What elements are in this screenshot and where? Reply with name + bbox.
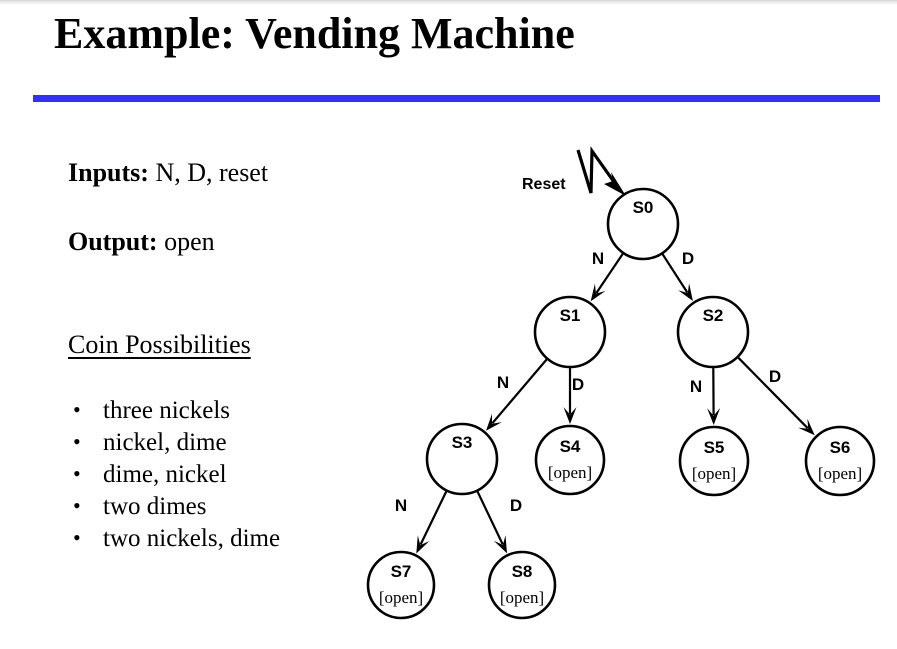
page-title: Example: Vending Machine [54, 9, 575, 58]
state-circle[interactable] [534, 424, 606, 496]
inputs-label: Inputs: [68, 158, 149, 187]
coin-possibilities-heading: Coin Possibilities [68, 330, 251, 359]
transition-s3-to-s8: D [476, 491, 522, 554]
state-circle[interactable] [678, 425, 750, 497]
state-node-s5[interactable]: S5 [open] [678, 425, 750, 497]
transition-label: N [497, 373, 509, 392]
reset-label: Reset [522, 176, 566, 193]
state-node-s1[interactable]: S1 [533, 295, 607, 369]
arrow-head [707, 408, 721, 425]
transition-label: N [690, 377, 702, 396]
arrow-head [563, 407, 577, 424]
transition-s2-to-s5: N [690, 367, 721, 425]
bullet-icon: • [73, 397, 81, 422]
bullet-icon: • [73, 525, 81, 550]
output-value: open [157, 227, 215, 256]
coin-possibilities-list: • three nickels • nickel, dime • dime, nickel… [70, 395, 280, 555]
state-circle[interactable] [533, 295, 607, 369]
state-output-label: [open] [548, 463, 592, 482]
arrow-head [493, 535, 507, 554]
reset-zigzag-line [576, 146, 621, 194]
state-node-s8[interactable]: S8 [open] [487, 550, 557, 620]
state-output-label: [open] [500, 588, 544, 607]
state-name-label: S7 [391, 562, 412, 581]
arrow-head [798, 418, 815, 436]
transition-line [476, 491, 504, 545]
transition-label: D [572, 375, 584, 394]
state-transitions-group: N D N D N D N D [395, 249, 815, 554]
state-node-s7[interactable]: S7 [open] [366, 550, 436, 620]
reset-arrow-head [604, 172, 626, 196]
arrow-head [590, 283, 606, 302]
transition-s0-to-s1: N [590, 249, 624, 302]
top-edge-shading [0, 0, 897, 5]
transition-line [737, 356, 809, 429]
list-item: • nickel, dime [70, 427, 280, 459]
list-item: • three nickels [70, 395, 280, 427]
transition-label: D [682, 249, 694, 268]
state-node-s3[interactable]: S3 [425, 422, 499, 496]
state-name-label: S4 [560, 437, 581, 456]
list-item: • dime, nickel [70, 459, 280, 491]
state-name-label: S5 [704, 438, 725, 457]
list-item-label: two nickels, dime [103, 525, 281, 552]
title-divider [33, 95, 880, 102]
state-node-s6[interactable]: S6 [open] [804, 425, 876, 497]
transition-s2-to-s6: D [737, 356, 815, 436]
bullet-icon: • [73, 461, 81, 486]
transition-line [491, 358, 548, 424]
output-label: Output: [68, 227, 158, 256]
state-node-s2[interactable]: S2 [676, 295, 750, 369]
transition-line [595, 253, 624, 294]
transition-label: D [769, 367, 781, 386]
bullet-icon: • [73, 493, 81, 518]
state-output-label: [open] [818, 464, 862, 483]
state-name-label: S0 [633, 198, 654, 217]
transition-line [661, 253, 689, 294]
state-name-label: S6 [830, 438, 851, 457]
list-item-label: dime, nickel [103, 461, 227, 488]
transition-label: N [592, 249, 604, 268]
reset-arrow-group [576, 146, 626, 196]
state-circle[interactable] [676, 295, 750, 369]
transition-s3-to-s7: N [395, 490, 448, 554]
state-node-s4[interactable]: S4 [open] [534, 424, 606, 496]
transition-label: N [395, 496, 407, 515]
transition-s1-to-s3: N [486, 358, 548, 431]
transition-label: D [510, 496, 522, 515]
inputs-line: Inputs: N, D, reset [68, 158, 268, 188]
inputs-value: N, D, reset [148, 158, 269, 187]
arrow-head [416, 535, 430, 554]
arrow-head [678, 283, 693, 301]
state-circle[interactable] [425, 422, 499, 496]
state-output-label: [open] [379, 588, 423, 607]
list-item-label: two dimes [103, 493, 207, 520]
list-item: • two dimes [70, 491, 280, 523]
state-node-s0[interactable]: S0 [606, 187, 680, 261]
bullet-icon: • [73, 429, 81, 454]
state-output-label: [open] [692, 464, 736, 483]
state-circle[interactable] [606, 187, 680, 261]
state-name-label: S3 [452, 433, 473, 452]
transition-s0-to-s2: D [661, 249, 694, 301]
state-circle[interactable] [366, 550, 436, 620]
output-line: Output: open [68, 227, 215, 257]
arrow-head [486, 413, 502, 431]
state-circle[interactable] [487, 550, 557, 620]
state-name-label: S1 [560, 306, 581, 325]
transition-line [419, 490, 448, 545]
list-item-label: nickel, dime [103, 429, 227, 456]
list-item-label: three nickels [103, 397, 231, 424]
list-item: • two nickels, dime [70, 523, 280, 555]
transition-s1-to-s4: D [563, 368, 584, 424]
state-circle[interactable] [804, 425, 876, 497]
state-name-label: S2 [703, 306, 724, 325]
state-name-label: S8 [512, 562, 533, 581]
